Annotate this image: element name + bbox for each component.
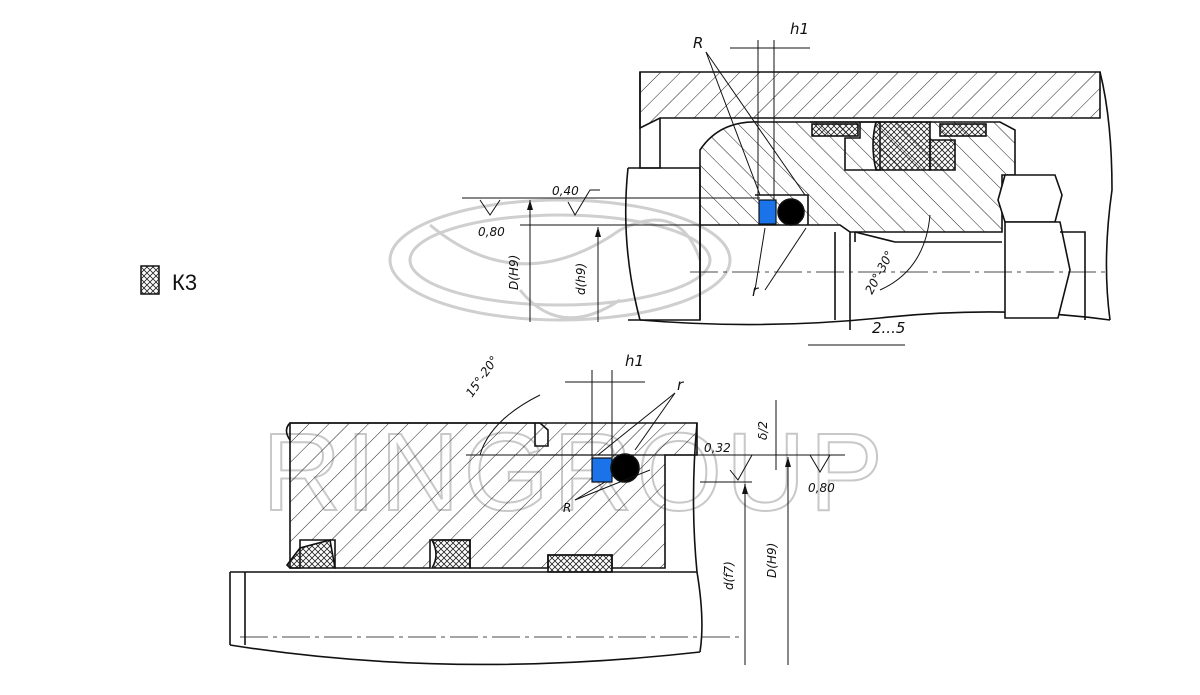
- label-half-gap: δ/2: [756, 421, 770, 440]
- label-h1: h1: [625, 352, 644, 370]
- label-surface-outer: 0,80: [808, 481, 835, 495]
- backup-ring: [591, 457, 613, 483]
- label-surface-inner: 0,40: [552, 184, 579, 198]
- label-D: D(H9): [765, 543, 779, 578]
- crosshatch-square-icon: [140, 265, 160, 295]
- legend: К3: [140, 265, 197, 295]
- label-D: D(H9): [507, 255, 521, 290]
- label-chamfer-angle: 15°-20°: [463, 353, 501, 399]
- backup-ring: [758, 199, 777, 225]
- bottom-view: [229, 370, 845, 666]
- top-view: [462, 40, 1113, 346]
- o-ring: [610, 453, 640, 483]
- label-d: d(h9): [574, 263, 588, 295]
- label-R: R: [563, 501, 571, 515]
- label-h1: h1: [790, 20, 809, 38]
- label-chamfer-length: 2...5: [872, 319, 905, 337]
- label-r: r: [752, 282, 759, 300]
- label-d: d(f7): [722, 561, 736, 590]
- label-r: r: [677, 376, 684, 394]
- label-surface-inner: 0,32: [704, 441, 731, 455]
- label-chamfer-angle: 20°-30°: [862, 248, 896, 296]
- legend-label: К3: [172, 270, 197, 295]
- label-surface-outer: 0,80: [478, 225, 505, 239]
- o-ring: [777, 198, 805, 226]
- label-R: R: [693, 34, 703, 52]
